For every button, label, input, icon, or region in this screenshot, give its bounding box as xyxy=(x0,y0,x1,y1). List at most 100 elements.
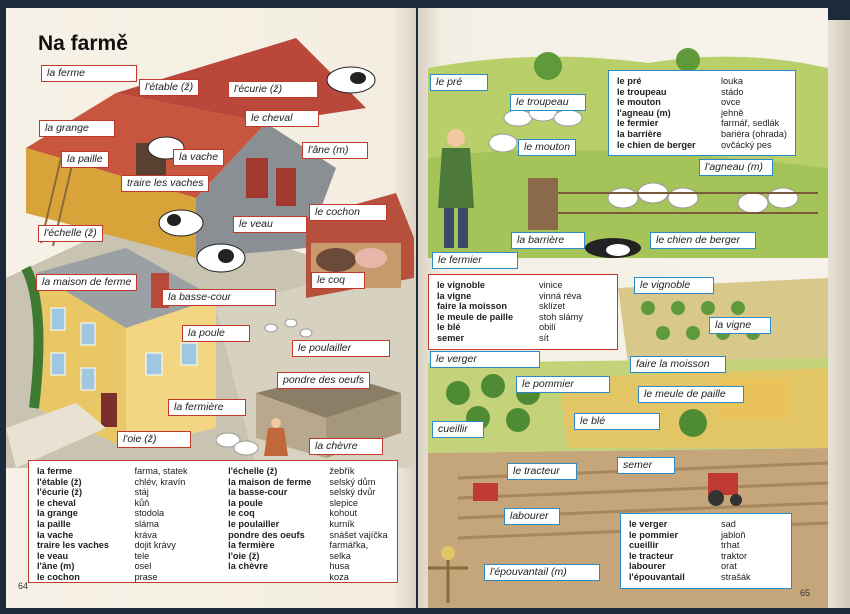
label-le-pommier: le pommier xyxy=(516,376,610,393)
vocab-term: le chien de berger xyxy=(617,139,696,150)
vocab-translation: stodola xyxy=(134,508,165,519)
vocab-term: l'âne (m) xyxy=(37,561,75,572)
label-le-cheval: le cheval xyxy=(245,110,319,127)
vocab-term: la maison de ferme xyxy=(228,476,312,487)
vocab-term: le fermier xyxy=(617,118,659,129)
label-l-agneau: l'agneau (m) xyxy=(699,159,773,176)
label-basse-cour: la basse-cour xyxy=(162,289,276,306)
page-title: Na farmě xyxy=(38,32,128,55)
label-moisson: faire la moisson xyxy=(630,356,726,373)
vocab-term: le tracteur xyxy=(629,550,674,561)
vocab-translation: farma, statek xyxy=(134,466,188,476)
label-le-coq: le coq xyxy=(311,272,365,289)
vocab-term: le cochon xyxy=(37,571,80,582)
vocab-verger-cz: sad jabloň trhat traktor orat strašák xyxy=(721,519,751,583)
vocab-translation: stádo xyxy=(721,86,744,97)
label-le-verger: le verger xyxy=(430,351,540,368)
label-cueillir: cueillir xyxy=(432,421,484,438)
vocab-term: le pré xyxy=(617,76,642,86)
vocab-term: le cheval xyxy=(37,497,76,508)
page-number-left: 64 xyxy=(18,581,29,591)
label-meule: le meule de paille xyxy=(638,386,744,403)
vocab-translation: tele xyxy=(134,550,150,561)
label-le-troupeau: le troupeau xyxy=(510,94,586,111)
vocab-term: la fermière xyxy=(228,540,275,551)
vocab-term: traire les vaches xyxy=(37,540,110,551)
label-le-pre: le pré xyxy=(430,74,488,91)
label-l-ane: l'âne (m) xyxy=(302,142,368,159)
label-l-etable: l'étable (ž) xyxy=(139,79,200,96)
label-labourer: labourer xyxy=(504,508,560,525)
label-l-oie: l'oie (ž) xyxy=(117,431,191,448)
vocab-term: cueillir xyxy=(629,540,659,551)
vocab-verger-fr: le verger le pommier cueillir le tracteu… xyxy=(629,519,709,583)
vocab-col1-fr: la ferme l'étable (ž) l'écurie (ž) le ch… xyxy=(37,466,120,583)
vocab-term: le blé xyxy=(437,322,461,333)
label-le-veau: le veau xyxy=(233,216,307,233)
label-maison: la maison de ferme xyxy=(36,274,138,291)
vocab-translation: farmář, sedlák xyxy=(721,118,780,129)
vocab-translation: ovce xyxy=(721,97,741,108)
vocab-translation: chlév, kravín xyxy=(134,476,186,487)
vocab-term: la paille xyxy=(37,518,71,529)
vocab-translation: slepice xyxy=(329,497,359,508)
vocab-term: le pommier xyxy=(629,529,679,540)
left-page: Na farmě xyxy=(6,8,416,608)
vocab-term: la grange xyxy=(37,508,78,519)
vocab-translation: obilí xyxy=(539,322,556,333)
vocab-term: l'écurie (ž) xyxy=(37,487,83,498)
vocab-translation: husa xyxy=(329,561,350,572)
vocab-translation: traktor xyxy=(721,550,748,561)
vocab-translation: ovčácký pes xyxy=(721,139,772,150)
vocab-translation: žebřík xyxy=(329,466,355,476)
vocab-term: le troupeau xyxy=(617,86,667,97)
vocab-translation: koza xyxy=(329,571,349,582)
vocab-term: l'oie (ž) xyxy=(228,550,260,561)
label-fermiere: la fermière xyxy=(168,399,246,416)
label-la-chevre: la chèvre xyxy=(309,438,383,455)
label-l-ecurie: l'écurie (ž) xyxy=(228,81,318,98)
vocab-translation: prase xyxy=(134,571,158,582)
vocab-pre-fr: le pré le troupeau le mouton l'agneau (m… xyxy=(617,76,709,150)
vocab-translation: sklízet xyxy=(539,301,566,312)
label-poulailler: le poulailler xyxy=(292,340,390,357)
vocab-term: l'agneau (m) xyxy=(617,107,671,118)
vocab-translation: stoh slámy xyxy=(539,311,583,322)
vocab-translation: selský dvůr xyxy=(329,487,376,498)
vocab-translation: jabloň xyxy=(721,529,746,540)
vocab-term: semer xyxy=(437,332,465,343)
vocab-translation: sít xyxy=(539,332,549,343)
vocab-vigne-cz: vinice vinná réva sklízet stoh slámy obi… xyxy=(539,280,583,344)
vocab-col2-cz: žebřík selský dům selský dvůr slepice ko… xyxy=(329,466,389,583)
vocab-translation: strašák xyxy=(721,571,751,582)
vocab-term: l'épouvantail xyxy=(629,571,685,582)
label-la-vigne: la vigne xyxy=(709,317,771,334)
label-le-mouton: le mouton xyxy=(518,139,577,156)
vocab-translation: bariéra (ohrada) xyxy=(721,128,787,139)
vocab-pre-cz: louka stádo ovce jehně farmář, sedlák ba… xyxy=(721,76,787,150)
label-epouvantail: l'épouvantail (m) xyxy=(484,564,600,581)
vocab-translation: vinná réva xyxy=(539,290,582,301)
vocab-term: le mouton xyxy=(617,97,661,108)
vocab-col1-cz: farma, statek chlév, kravín stáj kůň sto… xyxy=(134,466,214,583)
vocab-translation: osel xyxy=(134,561,152,572)
vocab-translation: louka xyxy=(721,76,743,86)
label-chien: le chien de berger xyxy=(650,232,756,249)
label-la-grange: la grange xyxy=(39,120,115,137)
vocab-translation: snášet vajíčka xyxy=(329,529,388,540)
label-la-barriere: la barrière xyxy=(511,232,585,249)
vocab-translation: selský dům xyxy=(329,476,376,487)
vocab-translation: jehně xyxy=(721,107,744,118)
vocab-term: la chèvre xyxy=(228,561,268,572)
page-number-right: 65 xyxy=(800,588,811,598)
vocab-term: l'étable (ž) xyxy=(37,476,82,487)
label-traire: traire les vaches xyxy=(121,175,210,192)
vocab-translation: kráva xyxy=(134,529,157,540)
page-edge xyxy=(828,20,850,608)
vocab-term: le poulailler xyxy=(228,518,280,529)
vocab-box-meadow: le pré le troupeau le mouton l'agneau (m… xyxy=(608,70,796,156)
vocab-term: la vache xyxy=(37,529,74,540)
label-le-vignoble: le vignoble xyxy=(634,277,714,294)
label-le-ble: le blé xyxy=(574,413,660,430)
vocab-term: la basse-cour xyxy=(228,487,288,498)
